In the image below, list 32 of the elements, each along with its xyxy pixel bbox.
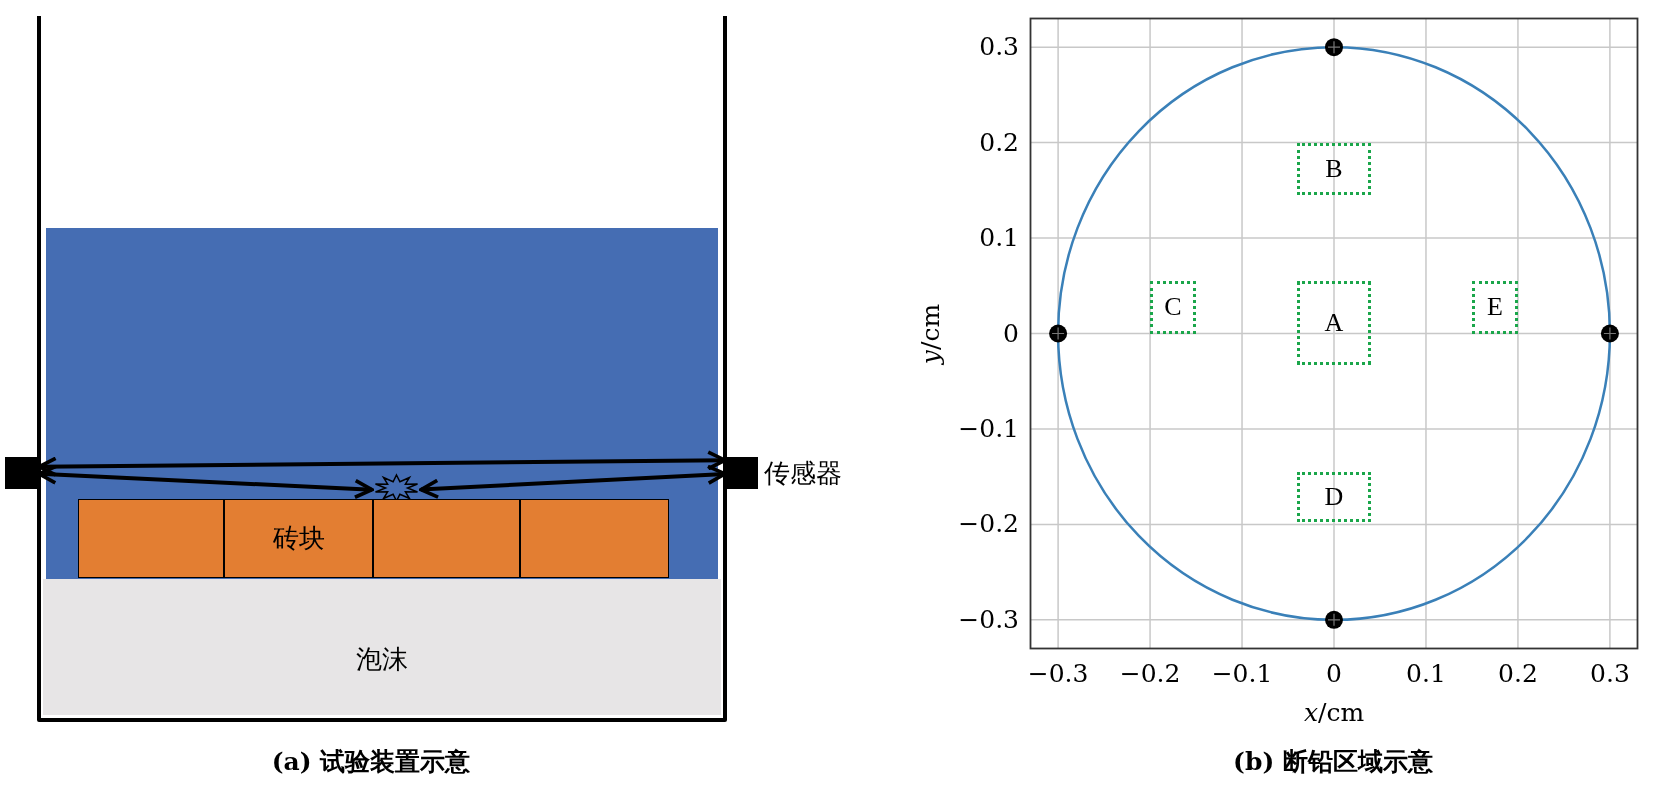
axis-title: y/cm — [917, 303, 943, 364]
tick-label: 0.3 — [979, 34, 1019, 60]
region-box: B — [1297, 142, 1371, 196]
tick-label: 0 — [1003, 320, 1019, 346]
axis-title: x/cm — [1303, 700, 1365, 725]
caption: (a) 试验装置示意 — [271, 746, 471, 778]
tick-label: 0 — [1326, 661, 1342, 686]
tick-label: 0.2 — [1498, 661, 1538, 686]
foam-layer: 泡沫 — [43, 579, 721, 715]
brick — [78, 499, 224, 578]
tick-label: −0.2 — [1119, 661, 1181, 686]
sensor-label: 传感器 — [764, 457, 842, 489]
region-box: C — [1150, 281, 1197, 334]
spark-burst — [372, 473, 421, 500]
caption: (b) 断铅区域示意 — [1233, 746, 1433, 778]
sensor — [725, 457, 758, 489]
sensor — [5, 457, 39, 489]
tick-label: −0.1 — [958, 415, 1019, 441]
region-box: D — [1297, 471, 1371, 522]
tick-label: 0.3 — [1590, 661, 1630, 686]
tick-label: −0.2 — [958, 511, 1019, 537]
tick-label: 0.2 — [979, 129, 1019, 155]
region-box: A — [1297, 281, 1371, 365]
brick — [373, 499, 520, 578]
brick — [520, 499, 669, 578]
tick-label: −0.1 — [1211, 661, 1273, 686]
tick-label: −0.3 — [1027, 661, 1089, 686]
tick-label: −0.3 — [958, 606, 1019, 632]
tick-label: 0.1 — [1406, 661, 1446, 686]
brick: 砖块 — [224, 499, 373, 578]
region-box: E — [1471, 281, 1518, 334]
tick-label: 0.1 — [979, 225, 1019, 251]
